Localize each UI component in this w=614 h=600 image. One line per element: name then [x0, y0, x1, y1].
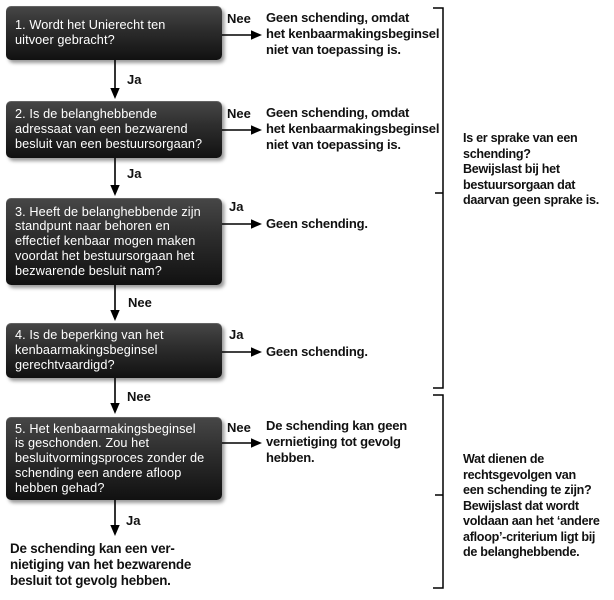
arrow-right-5: [222, 438, 262, 448]
decision-box-2-text: 2. Is de belanghebbende adressaat van ee…: [15, 107, 203, 151]
arrow-down-4: [110, 378, 120, 414]
edge-label-right-2: Nee: [227, 106, 251, 121]
arrow-right-4: [222, 347, 262, 357]
outcome-text-4: Geen schending.: [266, 344, 368, 359]
decision-box-4-text: 4. Is de beperking van het kenbaarmaking…: [15, 328, 164, 372]
edge-label-right-3: Ja: [229, 199, 244, 214]
edge-label-down-3: Nee: [128, 295, 152, 310]
decision-box-1: 1. Wordt het Unierecht ten uitvoer gebra…: [6, 6, 222, 60]
arrow-down-5: [110, 500, 120, 536]
outcome-text-5: De schending kan geen vernietiging tot g…: [266, 418, 408, 465]
decision-box-5-text: 5. Het kenbaarmakingsbeginsel is geschon…: [15, 421, 205, 495]
edge-label-right-5: Nee: [227, 420, 251, 435]
outcome-text-3: Geen schending.: [266, 216, 368, 231]
outcome-text-1: Geen schending, omdat het kenbaarmakings…: [266, 10, 440, 57]
bracket-2: [433, 394, 444, 589]
final-outcome-text: De schending kan een ver- nietiging van …: [10, 541, 192, 588]
edge-label-right-1: Nee: [227, 11, 251, 26]
outcome-text-2: Geen schending, omdat het kenbaarmakings…: [266, 105, 440, 152]
arrow-down-3: [110, 285, 120, 321]
arrow-right-2: [222, 125, 262, 135]
arrow-right-1: [222, 30, 262, 40]
arrow-right-3: [222, 219, 262, 229]
decision-box-1-text: 1. Wordt het Unierecht ten uitvoer gebra…: [15, 18, 166, 47]
bracket-1: [433, 7, 444, 389]
edge-label-down-1: Ja: [127, 72, 142, 87]
edge-label-down-4: Nee: [127, 389, 151, 404]
arrow-down-1: [110, 60, 120, 99]
edge-label-down-5: Ja: [126, 513, 141, 528]
decision-box-4: 4. Is de beperking van het kenbaarmaking…: [6, 323, 222, 378]
annotation-burden-of-proof-2: Wat dienen de rechtsgevolgen van een sch…: [463, 452, 600, 559]
edge-label-down-2: Ja: [127, 166, 142, 181]
arrow-down-2: [110, 158, 120, 196]
annotation-burden-of-proof-1: Is er sprake van een schending? Bewijsla…: [463, 131, 599, 207]
decision-box-3: 3. Heeft de belanghebbende zijn standpun…: [6, 198, 222, 285]
decision-box-2: 2. Is de belanghebbende adressaat van ee…: [6, 101, 222, 158]
decision-box-3-text: 3. Heeft de belanghebbende zijn standpun…: [15, 204, 201, 278]
edge-label-right-4: Ja: [229, 327, 244, 342]
decision-box-5: 5. Het kenbaarmakingsbeginsel is geschon…: [6, 417, 222, 500]
